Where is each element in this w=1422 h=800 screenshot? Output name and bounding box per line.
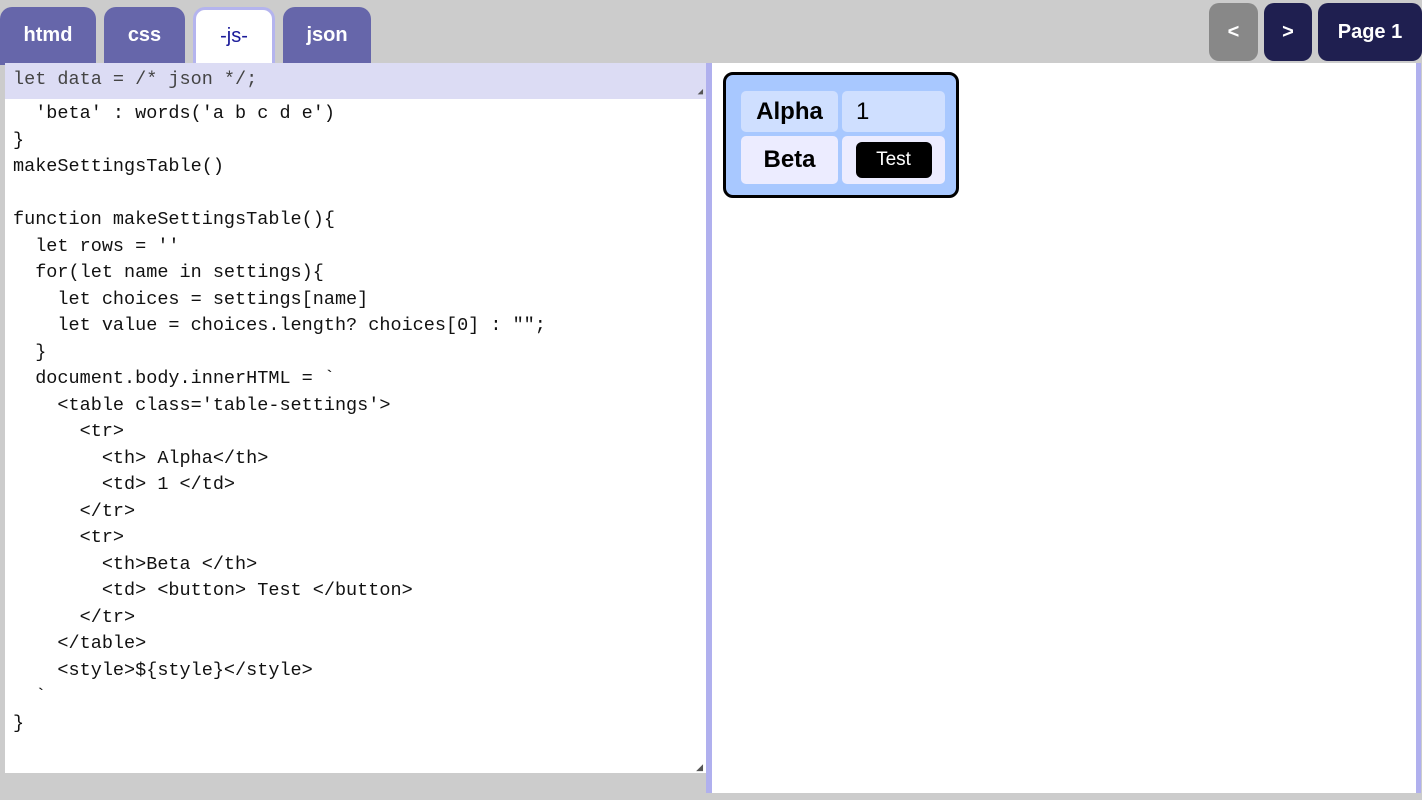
code-editor[interactable]: let data = /* json */; ◢ 'beta' : words(…	[5, 63, 706, 773]
page-indicator[interactable]: Page 1	[1318, 3, 1422, 61]
prev-page-button[interactable]: <	[1209, 3, 1258, 61]
tab-htmd[interactable]: htmd	[0, 7, 96, 65]
preview-pane: Alpha 1 Beta Test	[712, 63, 1421, 793]
split-divider[interactable]	[706, 63, 712, 793]
editor-header-input[interactable]: let data = /* json */; ◢	[5, 63, 706, 99]
row-value-alpha: 1	[842, 91, 945, 132]
resize-handle-icon[interactable]: ◢	[697, 87, 703, 97]
tab-json[interactable]: json	[283, 7, 371, 65]
header-line: let data = /* json */;	[13, 69, 258, 90]
test-button[interactable]: Test	[855, 142, 932, 178]
row-value-beta: Test	[842, 136, 945, 184]
code-text[interactable]: 'beta' : words('a b c d e') } makeSettin…	[13, 103, 546, 734]
settings-table: Alpha 1 Beta Test	[723, 72, 959, 198]
resize-handle-icon[interactable]: ◢	[696, 762, 703, 772]
row-header-alpha: Alpha	[741, 91, 838, 132]
next-page-button[interactable]: >	[1264, 3, 1312, 61]
tab-js[interactable]: -js-	[193, 7, 275, 65]
tab-css[interactable]: css	[104, 7, 185, 65]
row-header-beta: Beta	[741, 136, 838, 184]
